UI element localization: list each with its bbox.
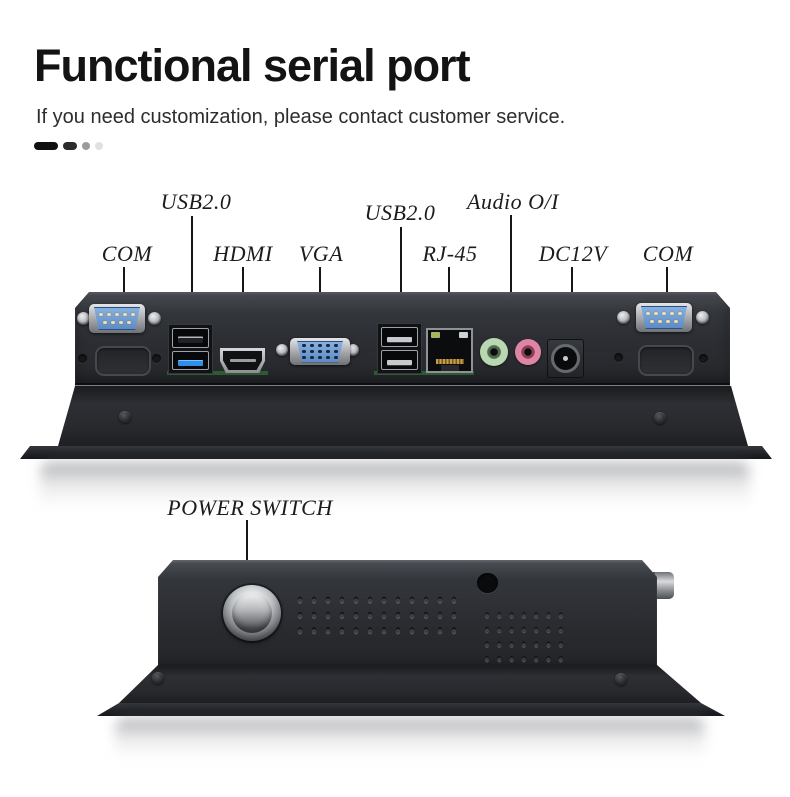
panel-hole: [152, 354, 161, 363]
hdmi-port: [220, 348, 265, 373]
blank-plate-right: [638, 345, 694, 376]
dc-power-jack: [547, 339, 584, 378]
usb3-port: [172, 350, 209, 370]
carousel-dot-4[interactable]: [95, 142, 103, 150]
bezel-screw-left: [119, 411, 131, 423]
leader-line-usb20-right: [400, 227, 402, 323]
port-label-com-right: COM: [642, 241, 694, 266]
vent-grid-main: [293, 592, 460, 638]
usb-stack-left: [168, 324, 213, 374]
leader-line-audio-stem: [510, 215, 512, 329]
carousel-dot-2[interactable]: [63, 142, 77, 150]
antenna-hole: [477, 573, 498, 593]
port-label-audio: Audio O/I: [467, 189, 559, 214]
bezel-screw-right-bottom: [615, 673, 627, 685]
audio-out-jack: [480, 338, 508, 366]
bezel-screw-right: [654, 412, 666, 424]
port-label-hdmi: HDMI: [213, 241, 273, 266]
bezel-screw-left-bottom: [152, 672, 164, 684]
front-bezel-bottom: [119, 665, 701, 703]
panel-bezel-seam: [75, 383, 730, 386]
floor-reflection: [40, 462, 750, 514]
power-switch-button[interactable]: [223, 585, 281, 641]
vga-port: [290, 338, 350, 365]
port-label-usb20-left: USB2.0: [160, 189, 232, 214]
port-label-vga: VGA: [298, 241, 344, 266]
pcb-edge-right: [374, 371, 474, 375]
leader-line-com-right: [666, 267, 668, 303]
port-label-rj45: RJ-45: [422, 241, 478, 266]
carousel-dot-3[interactable]: [82, 142, 90, 150]
port-label-dc12v: DC12V: [538, 241, 608, 266]
com-left-screw-b: [148, 312, 161, 325]
panel-hole: [699, 354, 708, 363]
panel-hole: [614, 353, 623, 362]
vga-screw-a: [276, 344, 288, 356]
base-lip-bottom: [97, 703, 725, 716]
com-port-left: [89, 304, 145, 333]
leader-line-usb20-left: [191, 216, 193, 324]
com-right-screw-b: [696, 311, 709, 324]
leader-line-com-left: [123, 267, 125, 304]
port-label-power-switch: POWER SWITCH: [167, 495, 333, 520]
vent-grid-side: [481, 608, 567, 666]
blank-plate-left: [95, 346, 151, 376]
usb2-port: [381, 350, 418, 370]
port-label-usb20-right: USB2.0: [364, 200, 436, 225]
port-label-com-left: COM: [101, 241, 153, 266]
floor-reflection-bottom: [115, 718, 705, 764]
audio-in-jack: [515, 339, 541, 365]
page-subtitle: If you need customization, please contac…: [36, 106, 566, 128]
vga-screw-b: [347, 344, 359, 356]
panel-hole: [78, 354, 87, 363]
rj45-led-silver: [459, 332, 468, 338]
com-port-right: [636, 303, 692, 332]
antenna-connector: [653, 572, 674, 599]
rj45-port: [426, 328, 473, 373]
carousel-dot-active[interactable]: [34, 142, 58, 150]
base-lip: [20, 446, 772, 459]
pcb-edge-left: [167, 371, 268, 375]
com-right-screw-a: [617, 311, 630, 324]
usb2-port: [172, 328, 209, 348]
front-bezel: [58, 386, 748, 446]
com-left-screw-a: [77, 312, 90, 325]
rj45-led-green: [431, 332, 440, 338]
usb-stack-right: [377, 323, 422, 374]
page-title: Functional serial port: [34, 40, 471, 91]
usb2-port: [381, 327, 418, 347]
